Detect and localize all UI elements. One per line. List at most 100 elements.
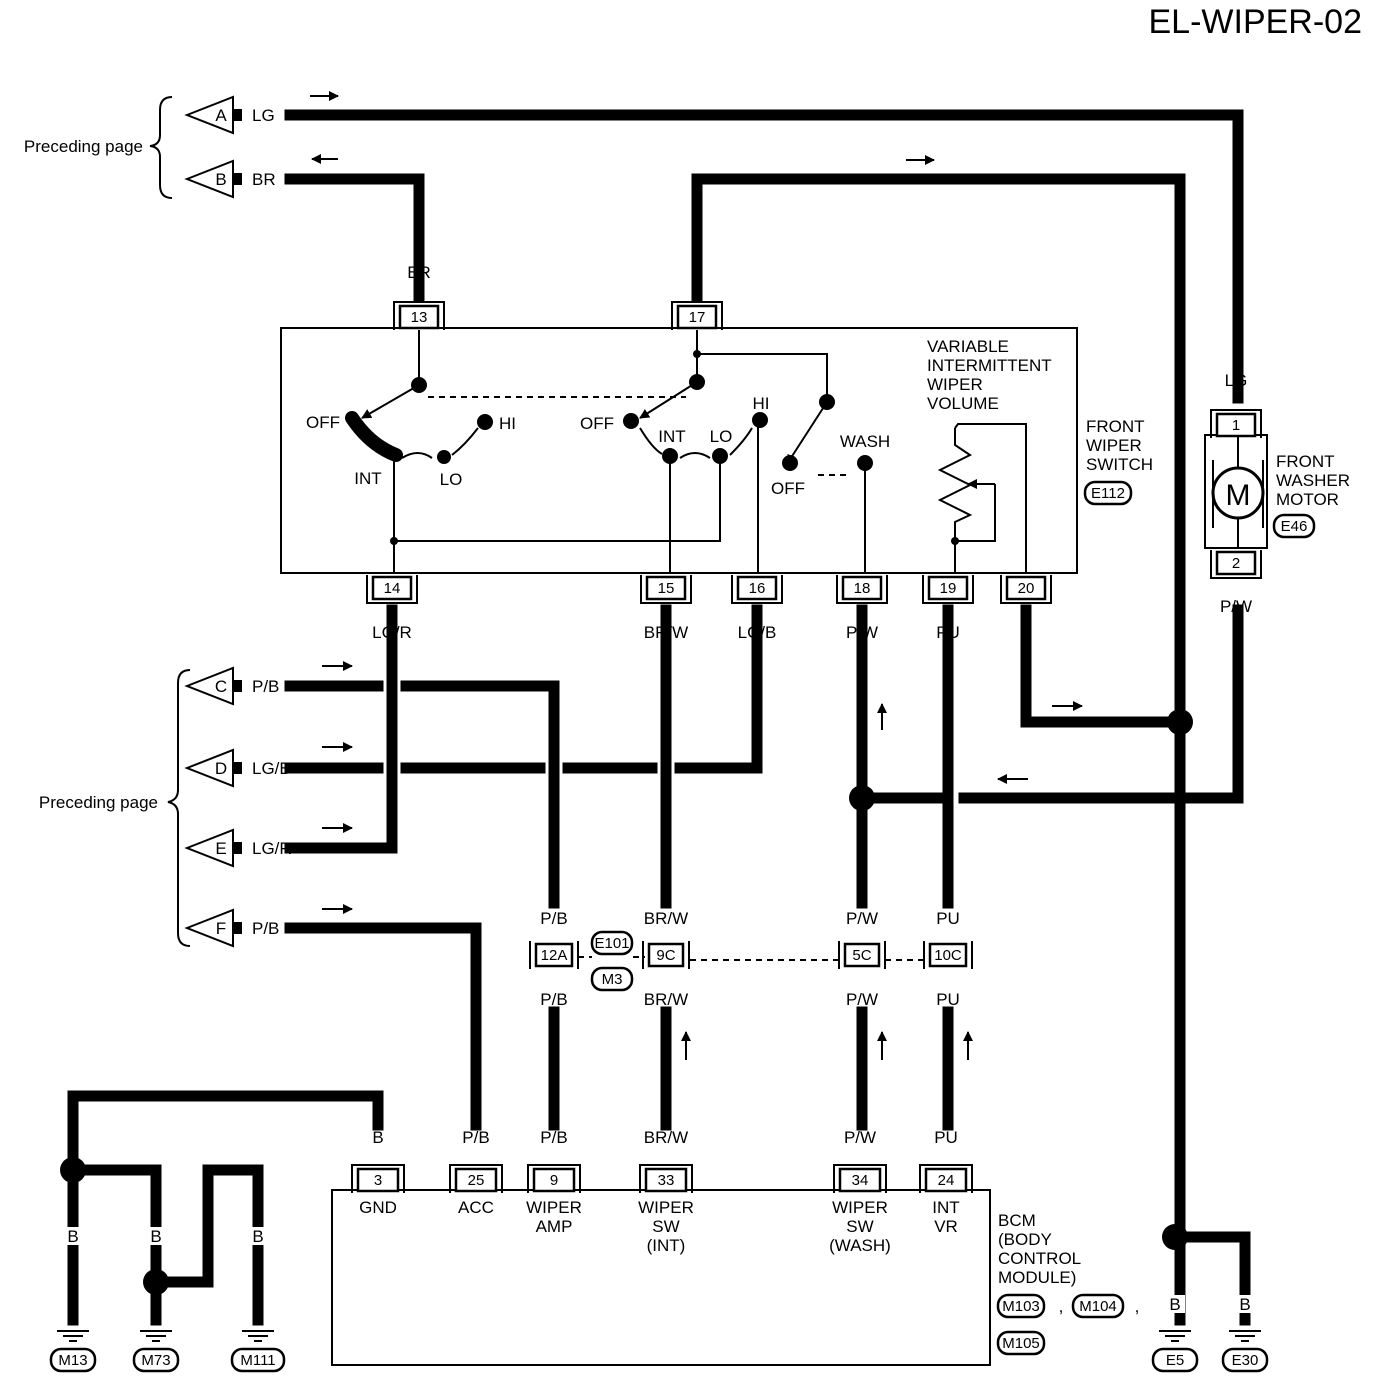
flag-wire-color: BR (252, 170, 276, 189)
wire-b-gnd (67, 1090, 384, 1326)
pin-number: 3 (374, 1172, 382, 1189)
pin-number: 18 (854, 580, 871, 597)
flow-arrows (310, 91, 1083, 1060)
pin-number: 33 (658, 1172, 675, 1189)
wire-color-label: P/B (540, 990, 567, 1009)
junction-dot (143, 1269, 169, 1295)
connector-name: M103 (1002, 1298, 1040, 1315)
connector-pin: 1 (1210, 409, 1262, 438)
pin-number: 19 (940, 580, 957, 597)
connector-tag: M73 (132, 1347, 180, 1373)
pos-wash: WASH (840, 432, 890, 451)
pos-hi: HI (753, 394, 770, 413)
pin-number: 9 (550, 1172, 558, 1189)
switch-body (280, 327, 1078, 574)
wire-color-label: B (1169, 1295, 1180, 1314)
connector-tag: M104 (1071, 1293, 1125, 1319)
wire-color-label: BR/W (644, 990, 688, 1009)
flag-connector-b: B BR (184, 159, 276, 199)
junction-dot (1162, 1224, 1188, 1250)
connector-name: M105 (1002, 1335, 1040, 1352)
connector-name: M3 (602, 971, 623, 988)
pin-number: 17 (689, 309, 706, 326)
wire-color-label: P/W (846, 623, 878, 642)
connector-pin: 18 (836, 575, 888, 604)
wire-color-label: LG (1225, 371, 1248, 390)
flag-wire-color: P/B (252, 919, 279, 938)
flag-wire-color: LG/R (252, 839, 292, 858)
connector-tag: M3 (590, 966, 634, 992)
separator: , (1059, 1297, 1064, 1316)
wire-color-label: P/W (846, 909, 878, 928)
connector-pin: 13 (393, 301, 445, 330)
ground-m13: B M13 (49, 1227, 97, 1373)
preceding-page-label: Preceding page (24, 137, 143, 156)
flag-connector-e: E LG/R (184, 828, 292, 868)
connector-pin: 16 (731, 575, 783, 604)
connector-pin: 12A (529, 941, 579, 969)
motor-symbol: M (1226, 479, 1251, 512)
pin-number: 1 (1232, 417, 1240, 434)
wires (67, 109, 1251, 1326)
connector-name: E46 (1281, 518, 1308, 535)
wire-b-e30 (1174, 1231, 1251, 1326)
page-title: EL-WIPER-02 (1149, 3, 1363, 41)
wire-lg-a (284, 109, 1244, 404)
flag-letter: B (215, 170, 226, 189)
connector-pin: 33 (639, 1164, 693, 1193)
connector-pin: 24 (919, 1164, 973, 1193)
pos-lo: LO (440, 470, 463, 489)
wire-color-label: B (67, 1227, 78, 1246)
connector-tag: M13 (49, 1347, 97, 1373)
pin-number: 34 (852, 1172, 869, 1189)
wire-color-label: B (1239, 1295, 1250, 1314)
wire-color-label: P/W (846, 990, 878, 1009)
connector-pin: 2 (1210, 550, 1262, 579)
connector-name: M104 (1079, 1298, 1117, 1315)
pos-lo: LO (710, 427, 733, 446)
connector-pin: 34 (833, 1164, 887, 1193)
connector-tag: E5 (1151, 1347, 1199, 1373)
connector-tag: M111 (230, 1347, 286, 1373)
connector-tag: E30 (1221, 1347, 1269, 1373)
brace (167, 669, 191, 947)
pin-number: 25 (468, 1172, 485, 1189)
bcm-body (331, 1189, 991, 1366)
pos-off: OFF (580, 414, 614, 433)
wire-b-m73b (150, 1164, 264, 1326)
ground-e30: B E30 (1221, 1295, 1269, 1373)
connector-name: E5 (1166, 1352, 1184, 1369)
bcm-pin-function: ACC (458, 1198, 494, 1217)
connector-pin: 17 (671, 301, 723, 330)
flag-letter: E (215, 839, 226, 858)
wire-color-label: B (691, 263, 702, 282)
pin-number: 5C (852, 947, 871, 964)
pin-number: 12A (541, 947, 568, 964)
wire-color-label: LG/B (738, 623, 777, 642)
wire-color-label: P/B (540, 909, 567, 928)
connector-tag: E101 (590, 930, 634, 956)
connector-tag: M103 (996, 1293, 1046, 1319)
flag-letter: C (215, 677, 227, 696)
connector-name: M111 (240, 1352, 275, 1369)
pin-number: 15 (658, 580, 675, 597)
connector-pin: 15 (640, 575, 692, 604)
connector-pin: 25 (449, 1164, 503, 1193)
flag-letter: F (216, 919, 226, 938)
pin-number: 10C (934, 947, 962, 964)
wire-color-label: P/B (462, 1128, 489, 1147)
connector-tag: M105 (996, 1330, 1046, 1356)
wire-color-label: PU (936, 909, 960, 928)
connector-pin: 14 (366, 575, 418, 604)
